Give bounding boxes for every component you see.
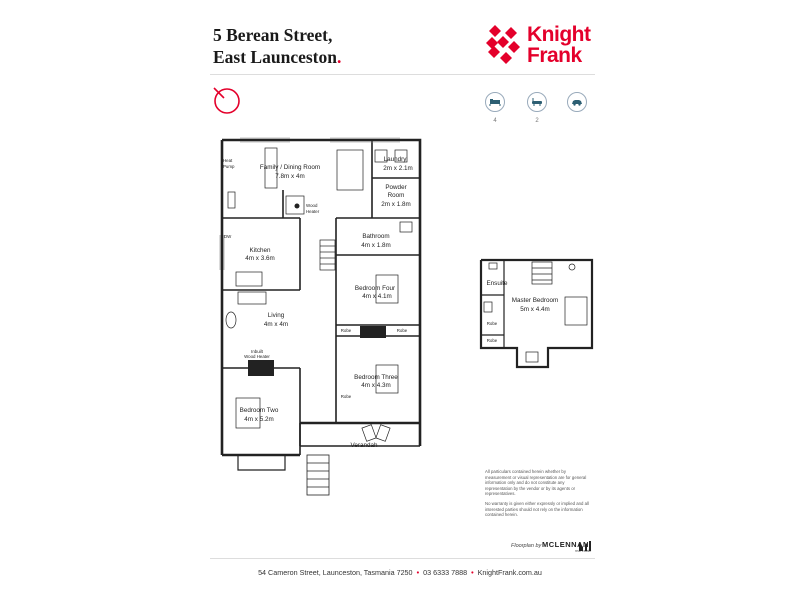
room-powder-line2: Room	[388, 192, 405, 199]
room-powder: Powder	[385, 184, 406, 191]
room-powder-dims: 2m x 1.8m	[381, 201, 410, 208]
room-bedroom-three: Bedroom Three	[354, 374, 398, 381]
heat-pump-label-2: Pump	[223, 164, 235, 169]
knight-frank-mark-icon	[486, 25, 520, 64]
wood-heater-label: Wood	[306, 203, 318, 208]
office-phone[interactable]: 03 6333 7888	[423, 568, 468, 577]
room-master-bedroom-dims: 5m x 4.4m	[520, 306, 549, 313]
room-living-dims: 4m x 4m	[264, 321, 288, 328]
mclennan-logo: MCLENNAN	[542, 540, 589, 549]
upper-floor-plan: Ensuite Master Bedroom 5m x 4.4m Robe Ro…	[479, 258, 594, 369]
upper-robe-label-a: Robe	[487, 321, 498, 326]
room-kitchen: Kitchen	[249, 247, 271, 254]
footer-contact: 54 Cameron Street, Launceston, Tasmania …	[0, 568, 800, 577]
footer-separator: •	[416, 568, 420, 577]
room-bedroom-four: Bedroom Four	[355, 285, 395, 292]
bedrooms-feature: 4	[485, 92, 505, 124]
inbuilt-heater-label: Inbuilt	[251, 349, 263, 354]
car-feature	[567, 92, 587, 118]
property-address-title: 5 Berean Street, East Launceston.	[213, 24, 341, 68]
room-bathroom: Bathroom	[362, 233, 389, 240]
room-laundry-dims: 2m x 2.1m	[383, 165, 412, 172]
footer-divider	[210, 558, 595, 559]
car-icon	[567, 92, 587, 112]
room-kitchen-dims: 4m x 3.6m	[245, 255, 274, 262]
robe-label-c: Robe	[341, 394, 352, 399]
floorplan-credit-label: Floorplan by	[511, 543, 542, 549]
upper-robe-label-b: Robe	[487, 338, 498, 343]
robe-label-a: Robe	[341, 328, 352, 333]
bath-icon	[527, 92, 547, 112]
bathrooms-feature: 2	[527, 92, 547, 124]
title-dot: .	[336, 47, 342, 67]
bed-icon	[485, 92, 505, 112]
room-master-bedroom: Master Bedroom	[512, 297, 559, 304]
brand-name: Knight Frank	[527, 23, 591, 67]
room-ensuite: Ensuite	[486, 280, 508, 287]
address-line-1: 5 Berean Street,	[213, 25, 333, 45]
ground-floor-plan	[219, 137, 422, 496]
inbuilt-heater-label-2: Wood Heater	[244, 354, 270, 359]
heat-pump-label: Heat	[223, 158, 233, 163]
room-family-dining-dims: 7.8m x 4m	[275, 173, 304, 180]
disclaimer: All particulars contained herein whether…	[485, 469, 589, 518]
mclennan-mark-icon	[578, 539, 592, 557]
website-link[interactable]: KnightFrank.com.au	[477, 568, 542, 577]
room-bedroom-two-dims: 4m x 5.2m	[244, 416, 273, 423]
room-verandah: Verandah	[351, 442, 378, 449]
robe-label-b: Robe	[397, 328, 408, 333]
room-bedroom-four-dims: 4m x 4.1m	[362, 293, 391, 300]
room-bedroom-three-dims: 4m x 4.3m	[361, 382, 390, 389]
room-bedroom-two: Bedroom Two	[240, 407, 279, 414]
ground-floor-labels: Family / Dining Room 7.8m x 4m Laundry 2…	[223, 156, 413, 449]
wood-heater-label-2: Heater	[306, 209, 320, 214]
room-laundry: Laundry	[384, 156, 408, 163]
address-line-2: East Launceston	[213, 47, 337, 67]
mclennan-sub: real estate	[575, 549, 592, 553]
room-bathroom-dims: 4m x 1.8m	[361, 242, 390, 249]
knight-frank-logo	[484, 24, 592, 74]
north-compass-icon	[212, 84, 244, 121]
room-family-dining: Family / Dining Room	[260, 164, 320, 171]
dishwasher-label: DW	[224, 234, 232, 239]
footer-separator: •	[471, 568, 474, 577]
room-living: Living	[268, 312, 285, 319]
header-divider	[210, 74, 595, 75]
office-address: 54 Cameron Street, Launceston, Tasmania …	[258, 568, 413, 577]
